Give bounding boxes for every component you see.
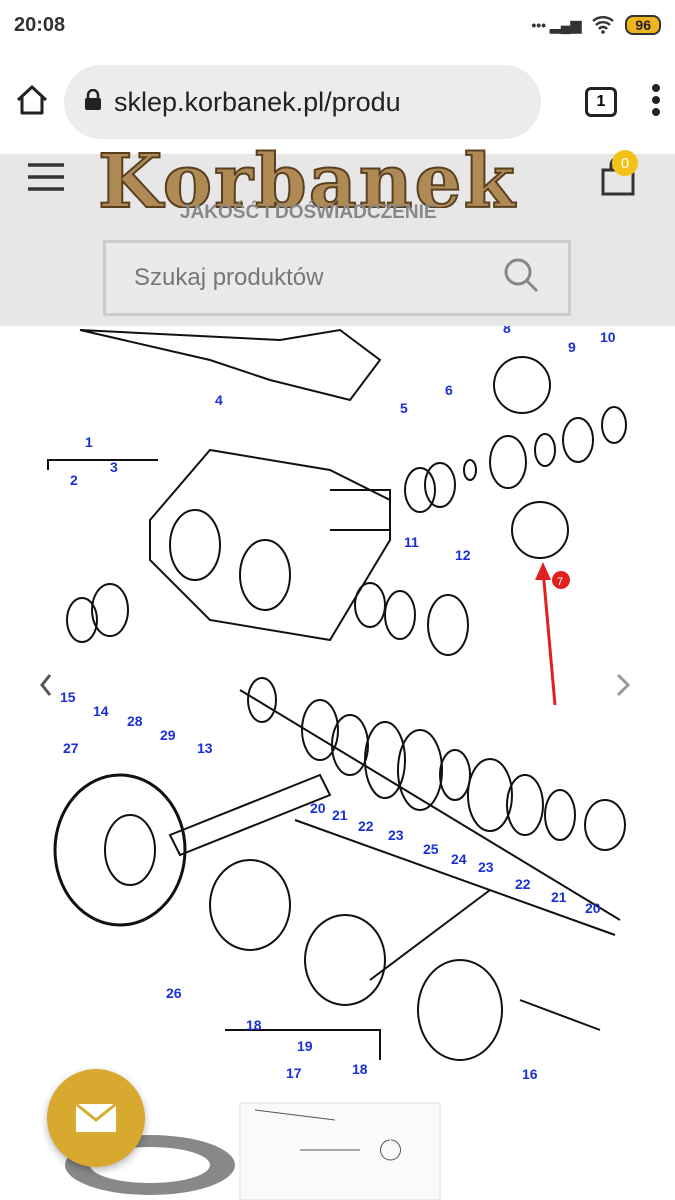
part-number-label: 16	[522, 1066, 538, 1082]
part-number-label: 24	[451, 851, 467, 867]
lock-icon	[84, 87, 102, 118]
part-number-label: 21	[332, 807, 348, 823]
part-number-label: 20	[585, 900, 601, 916]
contact-mail-button[interactable]	[47, 1069, 145, 1167]
part-number-label: 1	[85, 434, 93, 450]
part-number-label: 29	[160, 727, 176, 743]
part-number-label: 18	[352, 1061, 368, 1077]
part-number-label: 10	[600, 329, 616, 345]
part-number-label: 26	[166, 985, 182, 1001]
part-number-label: 19	[297, 1038, 313, 1054]
part-number-label: 20	[310, 800, 326, 816]
search-icon[interactable]	[502, 256, 540, 301]
part-number-label: 27	[63, 740, 79, 756]
cart-count-badge: 0	[612, 150, 638, 176]
part-number-label: 2	[70, 472, 78, 488]
part-number-label: 3	[110, 459, 118, 475]
status-bar: 20:08 ••• ▂▄▆ 96	[0, 0, 675, 50]
part-number-label: 23	[478, 859, 494, 875]
tab-switcher-button[interactable]: 1	[585, 87, 617, 117]
wifi-icon	[591, 14, 615, 37]
part-number-label: 12	[455, 547, 471, 563]
part-number-label: 22	[515, 876, 531, 892]
part-number-label: 14	[93, 703, 109, 719]
address-bar[interactable]: sklep.korbanek.pl/produ	[64, 65, 541, 139]
search-input[interactable]: Szukaj produktów	[103, 240, 571, 316]
prev-image-arrow-icon[interactable]	[40, 674, 52, 696]
part-number-label: 13	[197, 740, 213, 756]
part-number-label: 11	[404, 534, 419, 550]
hamburger-menu-icon[interactable]	[28, 162, 64, 197]
cart-button[interactable]: 0	[600, 150, 660, 200]
url-text: sklep.korbanek.pl/produ	[114, 86, 401, 117]
part-number-label: 4	[215, 392, 223, 408]
battery-indicator: 96	[625, 15, 661, 35]
part-number-label: 15	[60, 689, 76, 705]
logo-tagline: JAKOŚĆ I DOŚWIADCZENIE	[180, 202, 437, 223]
site-header: Korbanek JAKOŚĆ I DOŚWIADCZENIE 0 Szukaj…	[0, 142, 675, 326]
axle-housing-sketch	[79, 328, 382, 402]
more-menu-icon[interactable]	[651, 83, 661, 122]
search-placeholder: Szukaj produktów	[134, 264, 324, 291]
part-number-label: 25	[423, 841, 439, 857]
part-number-label: 28	[127, 713, 143, 729]
hotspot-marker[interactable]	[552, 571, 570, 589]
envelope-icon	[75, 1103, 117, 1132]
home-icon[interactable]	[14, 82, 50, 123]
next-image-arrow-icon[interactable]	[616, 673, 631, 697]
part-number-label: 21	[551, 889, 567, 905]
part-number-label: 8	[503, 326, 511, 336]
browser-toolbar: sklep.korbanek.pl/produ 1	[0, 50, 675, 154]
part-number-label: 17	[286, 1065, 302, 1081]
part-number-label: 23	[388, 827, 404, 843]
hotspot-label: 7	[557, 576, 563, 588]
part-number-label: 6	[445, 382, 453, 398]
site-logo[interactable]: Korbanek	[98, 142, 517, 208]
signal-icon: ••• ▂▄▆	[531, 16, 582, 33]
part-number-label: 22	[358, 818, 374, 834]
thumbnail-image[interactable]	[239, 1102, 441, 1200]
part-number-label: 9	[568, 339, 576, 355]
differential-housing	[149, 448, 391, 642]
clock: 20:08	[14, 13, 66, 36]
part-number-label: 5	[400, 400, 408, 416]
part-number-label: 18	[246, 1017, 262, 1033]
